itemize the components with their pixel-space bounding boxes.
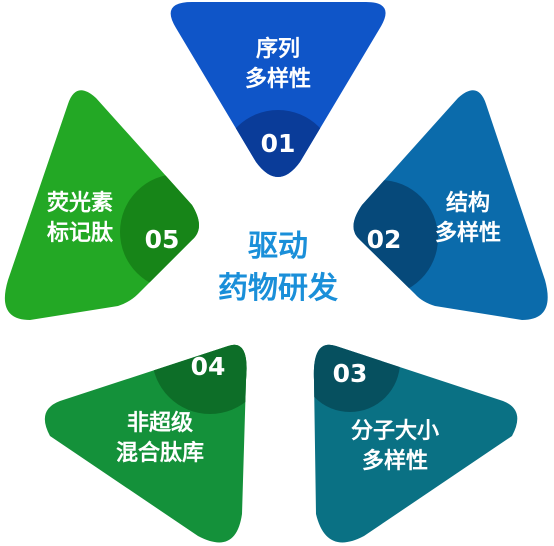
segment-01-shape bbox=[170, 2, 386, 177]
segment-02: 结构 多样性 02 bbox=[353, 90, 548, 321]
segment-03-circle bbox=[313, 344, 400, 412]
segment-03-label-line2: 多样性 bbox=[362, 448, 428, 474]
segment-04: 04 非超级 混合肽库 bbox=[44, 344, 247, 543]
segment-05-circle bbox=[120, 174, 199, 290]
segment-05-label-line1: 荧光素 bbox=[47, 190, 113, 216]
segment-01-label-line2: 多样性 bbox=[245, 66, 311, 92]
segment-05: 荧光素 标记肽 05 bbox=[4, 90, 199, 321]
center-title-line2: 药物研发 bbox=[218, 271, 338, 306]
segment-02-circle bbox=[353, 180, 438, 296]
segment-01: 序列 多样性 01 bbox=[170, 2, 386, 177]
segment-04-circle bbox=[152, 344, 247, 414]
segment-04-number: 04 bbox=[191, 352, 226, 381]
segment-04-label-line2: 混合肽库 bbox=[116, 440, 204, 466]
segment-03-label-line1: 分子大小 bbox=[351, 419, 439, 444]
segment-02-number: 02 bbox=[367, 225, 402, 254]
segment-05-number: 05 bbox=[145, 225, 180, 254]
segment-01-label-line1: 序列 bbox=[256, 36, 300, 62]
segment-04-label-line1: 非超级 bbox=[127, 410, 193, 436]
segment-02-label-line1: 结构 bbox=[446, 190, 490, 216]
segment-05-label-line2: 标记肽 bbox=[47, 220, 114, 246]
segment-01-circle bbox=[220, 110, 336, 177]
segment-03: 03 分子大小 多样性 bbox=[313, 344, 518, 543]
segment-01-number: 01 bbox=[261, 129, 296, 158]
segment-02-label-line2: 多样性 bbox=[435, 220, 501, 246]
center-title-line1: 驱动 bbox=[248, 229, 308, 264]
segment-03-number: 03 bbox=[333, 359, 368, 388]
